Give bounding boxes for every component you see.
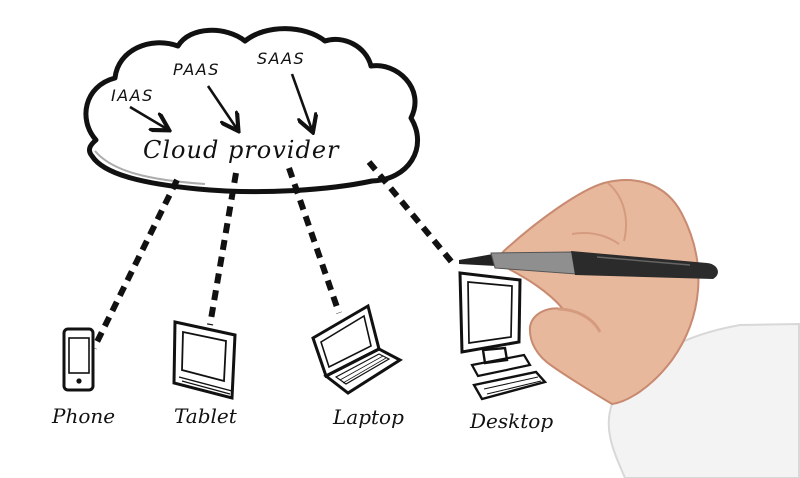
phone-icon [62, 327, 95, 392]
arrow-iaas [129, 105, 167, 129]
arrow-saas [290, 73, 312, 130]
connection-phone [91, 178, 180, 350]
device-label-phone: Phone [51, 404, 115, 428]
tablet-icon [172, 320, 237, 400]
cloud-service-labels: IAAS PAAS SAAS [111, 49, 305, 105]
arrow-paas [206, 85, 237, 129]
service-label-paas: PAAS [173, 60, 220, 79]
pen [459, 251, 718, 279]
service-label-saas: SAAS [257, 49, 305, 68]
connection-laptop [286, 167, 342, 314]
connection-tablet [207, 172, 239, 326]
cloud-shape [83, 26, 421, 195]
service-label-iaas: IAAS [111, 86, 154, 105]
laptop-icon [311, 303, 403, 395]
device-label-laptop: Laptop [332, 405, 404, 429]
device-label-desktop: Desktop [469, 409, 553, 433]
connection-lines [91, 160, 458, 350]
service-arrows [129, 73, 312, 130]
cloud-title: Cloud provider [143, 136, 340, 164]
hand-illustration [459, 179, 800, 478]
desktop-icon [458, 271, 548, 401]
device-label-tablet: Tablet [174, 404, 238, 428]
connection-desktop [366, 160, 458, 268]
hand [499, 179, 700, 406]
device-labels: Phone Tablet Laptop Desktop [51, 404, 553, 433]
